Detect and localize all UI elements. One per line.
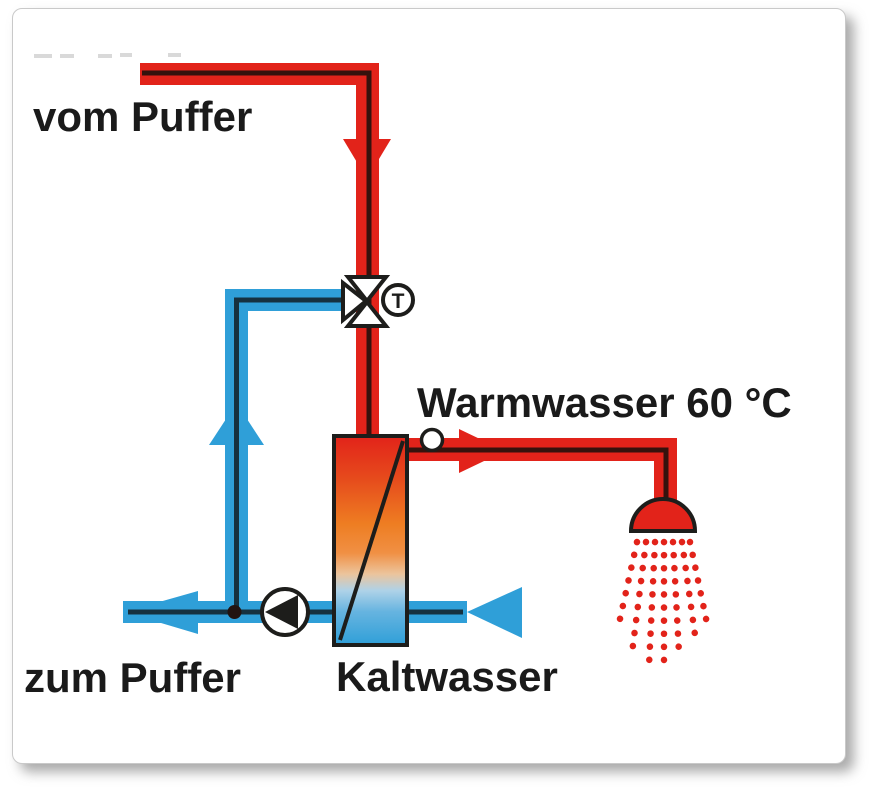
- label-to-buffer: zum Puffer: [24, 654, 241, 701]
- warm-water-pipe: [405, 429, 677, 512]
- sensor-icon: [419, 427, 445, 453]
- supply-pipe-from-buffer: [140, 63, 391, 438]
- shower-head-icon: [628, 497, 698, 533]
- label-cold-water: Kaltwasser: [336, 653, 558, 700]
- label-warm-water: Warmwasser 60 °C: [417, 379, 792, 426]
- thermostat-label: T: [392, 290, 405, 313]
- ghost-marks: [34, 53, 181, 58]
- pump-icon: [260, 587, 310, 637]
- heat-exchanger-diagonal: [338, 440, 405, 641]
- cold-water-inlet-arrow-icon: [467, 587, 522, 638]
- pipe-junction-dot: [227, 605, 242, 619]
- thermostat-sensor-icon: T: [381, 283, 415, 317]
- diagram-card: [12, 8, 846, 764]
- heat-exchanger: [332, 434, 409, 647]
- mixing-valve-icon: [341, 275, 391, 328]
- label-from-buffer: vom Puffer: [33, 93, 252, 140]
- shower-spray: [614, 538, 712, 670]
